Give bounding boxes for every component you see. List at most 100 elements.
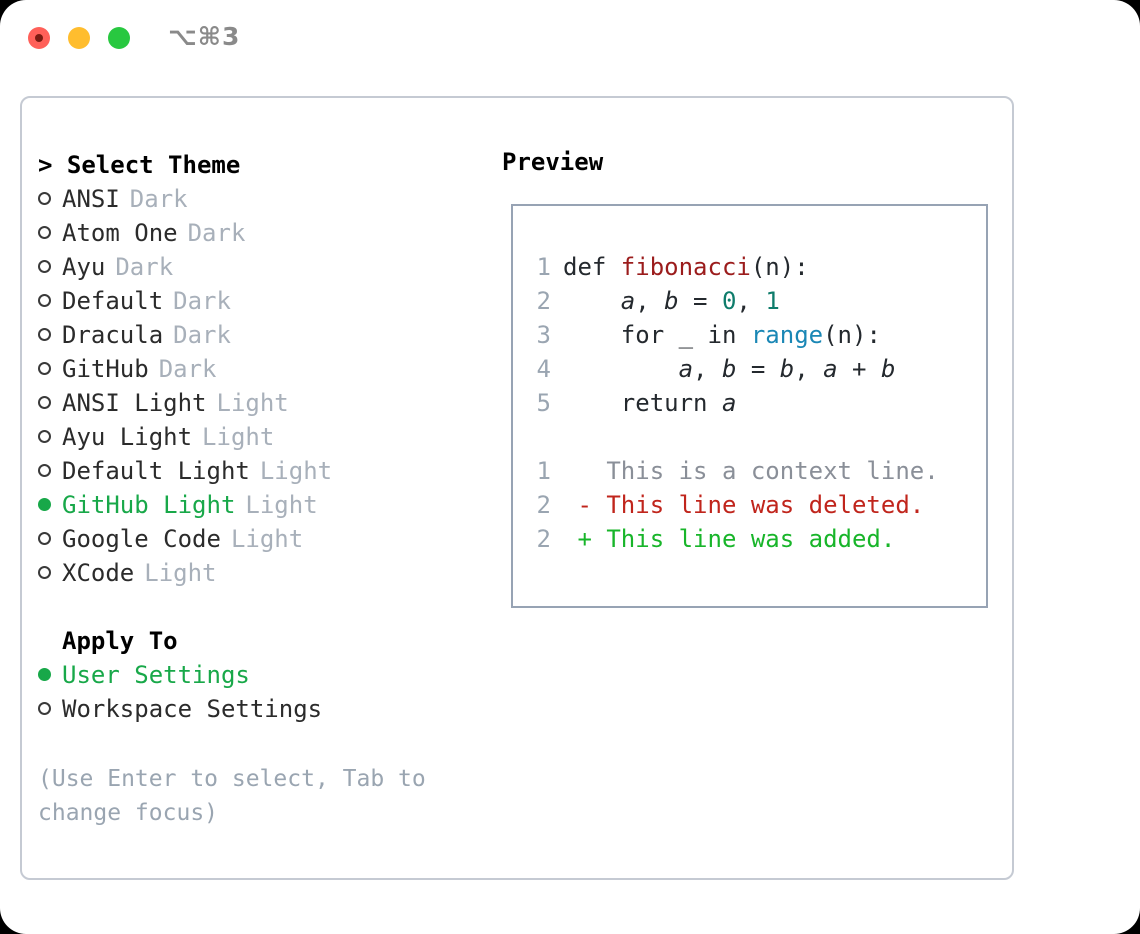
radio-unselected-icon[interactable] xyxy=(38,182,62,216)
theme-kind-label: Light xyxy=(144,559,217,587)
theme-name: Ayu Light xyxy=(62,423,193,451)
theme-kind-label: Light xyxy=(202,423,275,451)
radio-dot xyxy=(38,668,51,681)
diff-line: 1 This is a context line. xyxy=(525,454,939,488)
code-line: 2 a, b = 0, 1 xyxy=(525,284,939,318)
theme-list-item[interactable]: Ayu Light Light xyxy=(38,420,468,454)
code-token: b xyxy=(664,287,679,315)
code-token: (n): xyxy=(823,321,881,349)
maximize-window-button[interactable] xyxy=(108,27,130,49)
radio-dot xyxy=(38,396,51,409)
code-token: = xyxy=(678,287,722,315)
code-token: def xyxy=(563,253,621,281)
close-window-button[interactable] xyxy=(28,27,50,49)
radio-dot xyxy=(38,532,51,545)
code-token: 1 xyxy=(765,287,780,315)
code-token: b xyxy=(779,355,795,383)
radio-unselected-icon[interactable] xyxy=(38,352,62,386)
minimize-window-button[interactable] xyxy=(68,27,90,49)
code-token: = xyxy=(736,355,780,383)
code-line: 4 a, b = b, a + b xyxy=(525,352,939,386)
code-spacer xyxy=(525,420,939,454)
radio-unselected-icon[interactable] xyxy=(38,386,62,420)
theme-list-item[interactable]: GitHub Dark xyxy=(38,352,468,386)
theme-name: Default xyxy=(62,287,164,315)
theme-list-item[interactable]: Default Dark xyxy=(38,284,468,318)
theme-name: Default Light xyxy=(62,457,250,485)
apply-to-label: Apply To xyxy=(62,627,178,655)
radio-unselected-icon[interactable] xyxy=(38,284,62,318)
code-token: return xyxy=(563,389,722,417)
diff-text: This is a context line. xyxy=(563,457,939,485)
keyboard-hint-text: (Use Enter to select, Tab to change focu… xyxy=(38,766,426,826)
diff-line: 2 - This line was deleted. xyxy=(525,488,939,522)
radio-unselected-icon[interactable] xyxy=(38,420,62,454)
line-number: 1 xyxy=(536,457,551,485)
radio-unselected-icon[interactable] xyxy=(38,216,62,250)
select-theme-header: > Select Theme xyxy=(38,151,241,179)
line-number: 3 xyxy=(536,321,551,349)
radio-selected-icon[interactable] xyxy=(38,488,62,522)
diff-line: 2 + This line was added. xyxy=(525,522,939,556)
code-token: a xyxy=(823,355,838,383)
radio-unselected-icon[interactable] xyxy=(38,318,62,352)
apply-to-header: Apply To xyxy=(38,624,468,658)
code-token: a xyxy=(721,389,737,417)
apply-to-name: Workspace Settings xyxy=(62,695,323,723)
theme-name: GitHub xyxy=(62,355,149,383)
theme-name: Atom One xyxy=(62,219,178,247)
radio-unselected-icon[interactable] xyxy=(38,522,62,556)
radio-unselected-icon[interactable] xyxy=(38,454,62,488)
theme-kind-label: Light xyxy=(216,389,289,417)
line-number: 5 xyxy=(536,389,551,417)
theme-kind-label: Dark xyxy=(173,287,231,315)
radio-unselected-icon[interactable] xyxy=(38,556,62,590)
radio-dot xyxy=(38,226,51,239)
theme-kind-label: Dark xyxy=(129,185,188,213)
radio-dot xyxy=(38,702,51,715)
theme-list-item[interactable]: ANSI Light Light xyxy=(38,386,468,420)
code-token: , xyxy=(635,287,665,315)
radio-dot xyxy=(38,192,51,205)
radio-dot xyxy=(38,430,51,443)
code-token xyxy=(563,287,621,315)
theme-kind-label: Dark xyxy=(115,253,174,281)
title-bar: ⌥⌘3 xyxy=(0,0,1140,78)
code-line: 5 return a xyxy=(525,386,939,420)
radio-dot xyxy=(38,362,51,375)
code-token: b xyxy=(880,355,896,383)
line-number: 1 xyxy=(536,253,551,281)
theme-list-item[interactable]: Atom One Dark xyxy=(38,216,468,250)
radio-unselected-icon[interactable] xyxy=(38,250,62,284)
keyboard-shortcut-label: ⌥⌘3 xyxy=(168,22,241,51)
theme-name: ANSI Light xyxy=(62,389,207,417)
radio-dot xyxy=(38,498,51,511)
radio-dot xyxy=(38,566,51,579)
theme-kind-label: Dark xyxy=(158,355,217,383)
code-token: + xyxy=(837,355,881,383)
preview-header: Preview xyxy=(502,148,604,176)
radio-dot xyxy=(38,464,51,477)
code-token: , xyxy=(693,355,722,383)
theme-kind-label: Dark xyxy=(187,219,246,247)
code-token: a xyxy=(620,287,636,315)
radio-unselected-icon[interactable] xyxy=(38,692,62,726)
apply-to-item[interactable]: Workspace Settings xyxy=(38,692,468,726)
radio-selected-icon[interactable] xyxy=(38,658,62,692)
line-number: 4 xyxy=(536,355,551,383)
theme-name: Dracula xyxy=(62,321,164,349)
apply-to-item[interactable]: User Settings xyxy=(38,658,468,692)
